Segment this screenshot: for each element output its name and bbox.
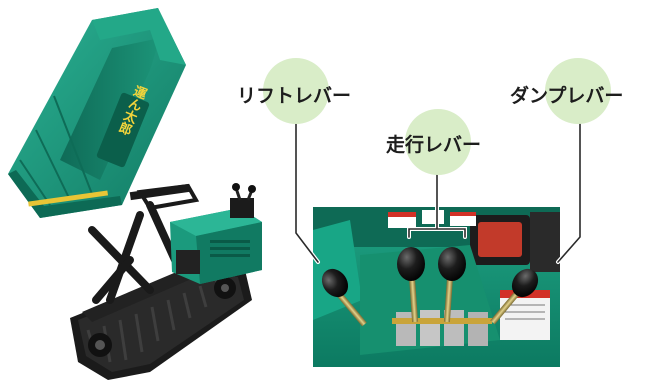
control-panel-photo	[313, 207, 560, 367]
travel-lever-label: 走行レバー	[386, 134, 482, 156]
dump-bed: 運ん太郎	[8, 8, 186, 218]
engine-housing	[170, 208, 262, 284]
crawler-track	[70, 262, 252, 380]
travel-lever-knob-right	[438, 247, 466, 281]
crawler-dumper: 運ん太郎	[8, 8, 262, 380]
travel-lever-knob-left	[397, 247, 425, 281]
travel-lever-bubble	[405, 109, 471, 175]
dump-lever-label: ダンプレバー	[510, 85, 624, 107]
scissor-lift	[88, 201, 179, 304]
lift-lever-label: リフトレバー	[237, 85, 352, 107]
dump-lever-bubble	[545, 58, 611, 124]
lift-lever-bubble	[263, 58, 329, 124]
lift-lever-knob	[321, 268, 349, 298]
dump-lever-knob	[511, 268, 539, 298]
